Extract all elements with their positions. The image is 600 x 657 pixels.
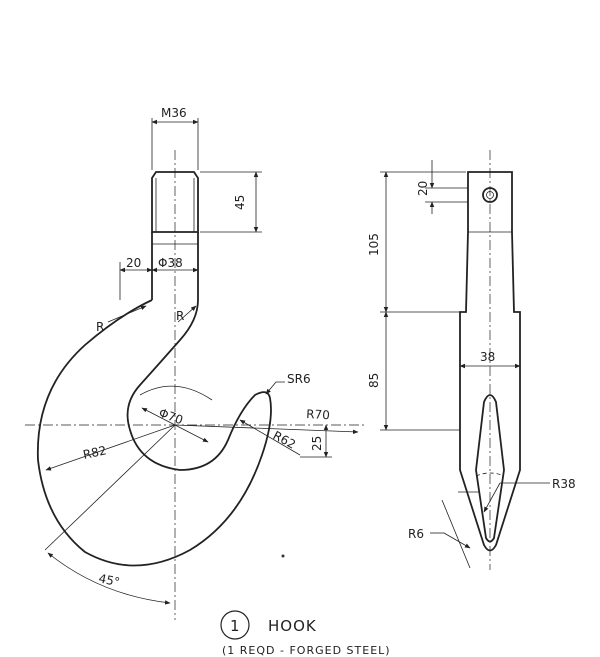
caption-subtitle: (1 REQD - FORGED STEEL): [222, 644, 391, 657]
dim-phi38: Φ38: [158, 256, 183, 270]
caption-title: HOOK: [268, 617, 317, 635]
dim-25: 25: [310, 436, 324, 451]
dim-20-side: 20: [416, 181, 430, 196]
dim-sr6: SR6: [287, 372, 311, 386]
dim-105: 105: [367, 233, 381, 256]
dim-r38: R38: [552, 477, 576, 491]
front-view: [25, 118, 365, 620]
dim-85: 85: [367, 373, 381, 388]
dim-r62: R62: [271, 428, 298, 451]
dim-38: 38: [480, 350, 495, 364]
dim-r6: R6: [408, 527, 424, 541]
side-view: [380, 150, 550, 570]
dim-45: 45: [233, 195, 247, 210]
stray-dot: [281, 554, 285, 558]
dim-45-degree: 45°: [97, 571, 121, 589]
dim-r-left: R: [96, 320, 104, 334]
caption-number: 1: [230, 617, 241, 635]
dim-r-right: R: [176, 309, 184, 323]
dim-r82: R82: [82, 443, 108, 462]
dim-r70: R70: [306, 407, 330, 422]
dim-20-left: 20: [126, 256, 141, 270]
dim-m36: M36: [161, 106, 187, 120]
caption-number-circle: [220, 610, 250, 640]
dim-phi70: Φ70: [157, 406, 185, 428]
